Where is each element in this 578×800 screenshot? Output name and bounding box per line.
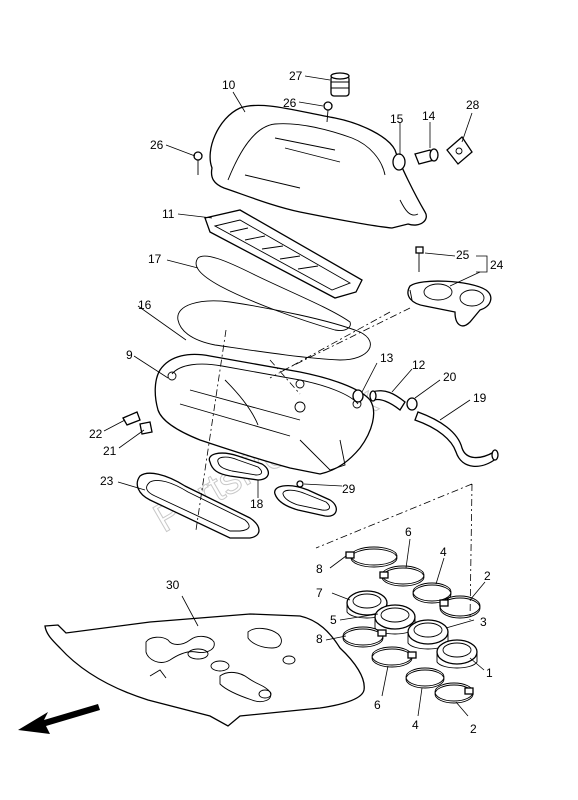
arrow-left-down-icon [18,704,100,734]
callout-28: 28 [466,98,480,112]
callout-26-left: 26 [150,138,164,152]
callout-25: 25 [456,248,470,262]
callout-11: 11 [162,207,175,221]
clamp-4a [412,582,452,604]
air-filter-element [204,209,363,299]
air-filter-case [154,353,375,475]
screw-25 [415,246,424,272]
hose-12 [369,390,406,411]
callout-8-top: 8 [316,562,323,576]
callout-19: 19 [473,391,487,405]
joint-24 [407,280,492,327]
callout-12: 12 [412,358,426,372]
seal-16 [177,300,371,361]
clamp-4b [405,667,445,689]
callout-9: 9 [126,348,133,362]
seal-23 [136,472,260,539]
assembly-guide-lines [195,307,473,621]
clamp-6a [379,565,425,587]
grommet-15 [392,153,406,171]
clamp-8a [345,546,398,568]
clamp-2a [439,595,481,619]
sheet-30 [44,613,365,727]
callout-7: 7 [316,586,323,600]
hose-19 [414,411,499,467]
callout-21: 21 [103,444,117,458]
callout-27: 27 [289,69,303,83]
screw-29 [296,480,304,488]
callout-14: 14 [422,109,436,123]
callout-26-top: 26 [283,96,297,110]
plug-27 [330,72,350,97]
bracket-22 [122,411,141,426]
callout-6-top: 6 [405,525,412,539]
callout-16: 16 [138,298,152,312]
callout-3: 3 [480,615,487,629]
callout-22: 22 [89,427,103,441]
seal-18b [274,484,337,517]
gasket-17 [195,255,351,331]
seal-18a [208,452,269,481]
screw-26-left [193,151,203,175]
clamp-8b [342,626,387,648]
callout-4-top: 4 [440,545,447,559]
callout-5: 5 [330,613,337,627]
callout-30: 30 [166,578,180,592]
clamp-6b [371,646,417,668]
screw-26-top [323,101,333,123]
cap-13 [352,389,364,403]
callout-24: 24 [490,258,504,272]
callout-13: 13 [380,351,394,365]
clamp-20 [406,397,418,411]
joint-1 [436,639,478,669]
fitting-14 [414,148,439,165]
callout-1: 1 [486,666,493,680]
callout-29: 29 [342,482,356,496]
callout-2-bottom: 2 [470,722,477,736]
callout-labels: 10 27 26 26 15 14 28 11 17 16 25 24 9 13… [89,69,504,736]
callout-4-bottom: 4 [412,718,419,732]
callout-23: 23 [100,474,114,488]
callout-17: 17 [148,252,162,266]
callout-18: 18 [250,497,264,511]
callout-15: 15 [390,112,404,126]
leader-lines [103,75,488,717]
clamp-2b [434,682,474,704]
callout-6-bottom: 6 [374,698,381,712]
callout-8-bottom: 8 [316,632,323,646]
callout-20: 20 [443,370,457,384]
air-filter-case-cover [209,104,427,229]
bracket-28 [446,136,473,165]
callout-2-top: 2 [484,569,491,583]
callout-10: 10 [222,78,236,92]
clip-21 [139,421,153,435]
